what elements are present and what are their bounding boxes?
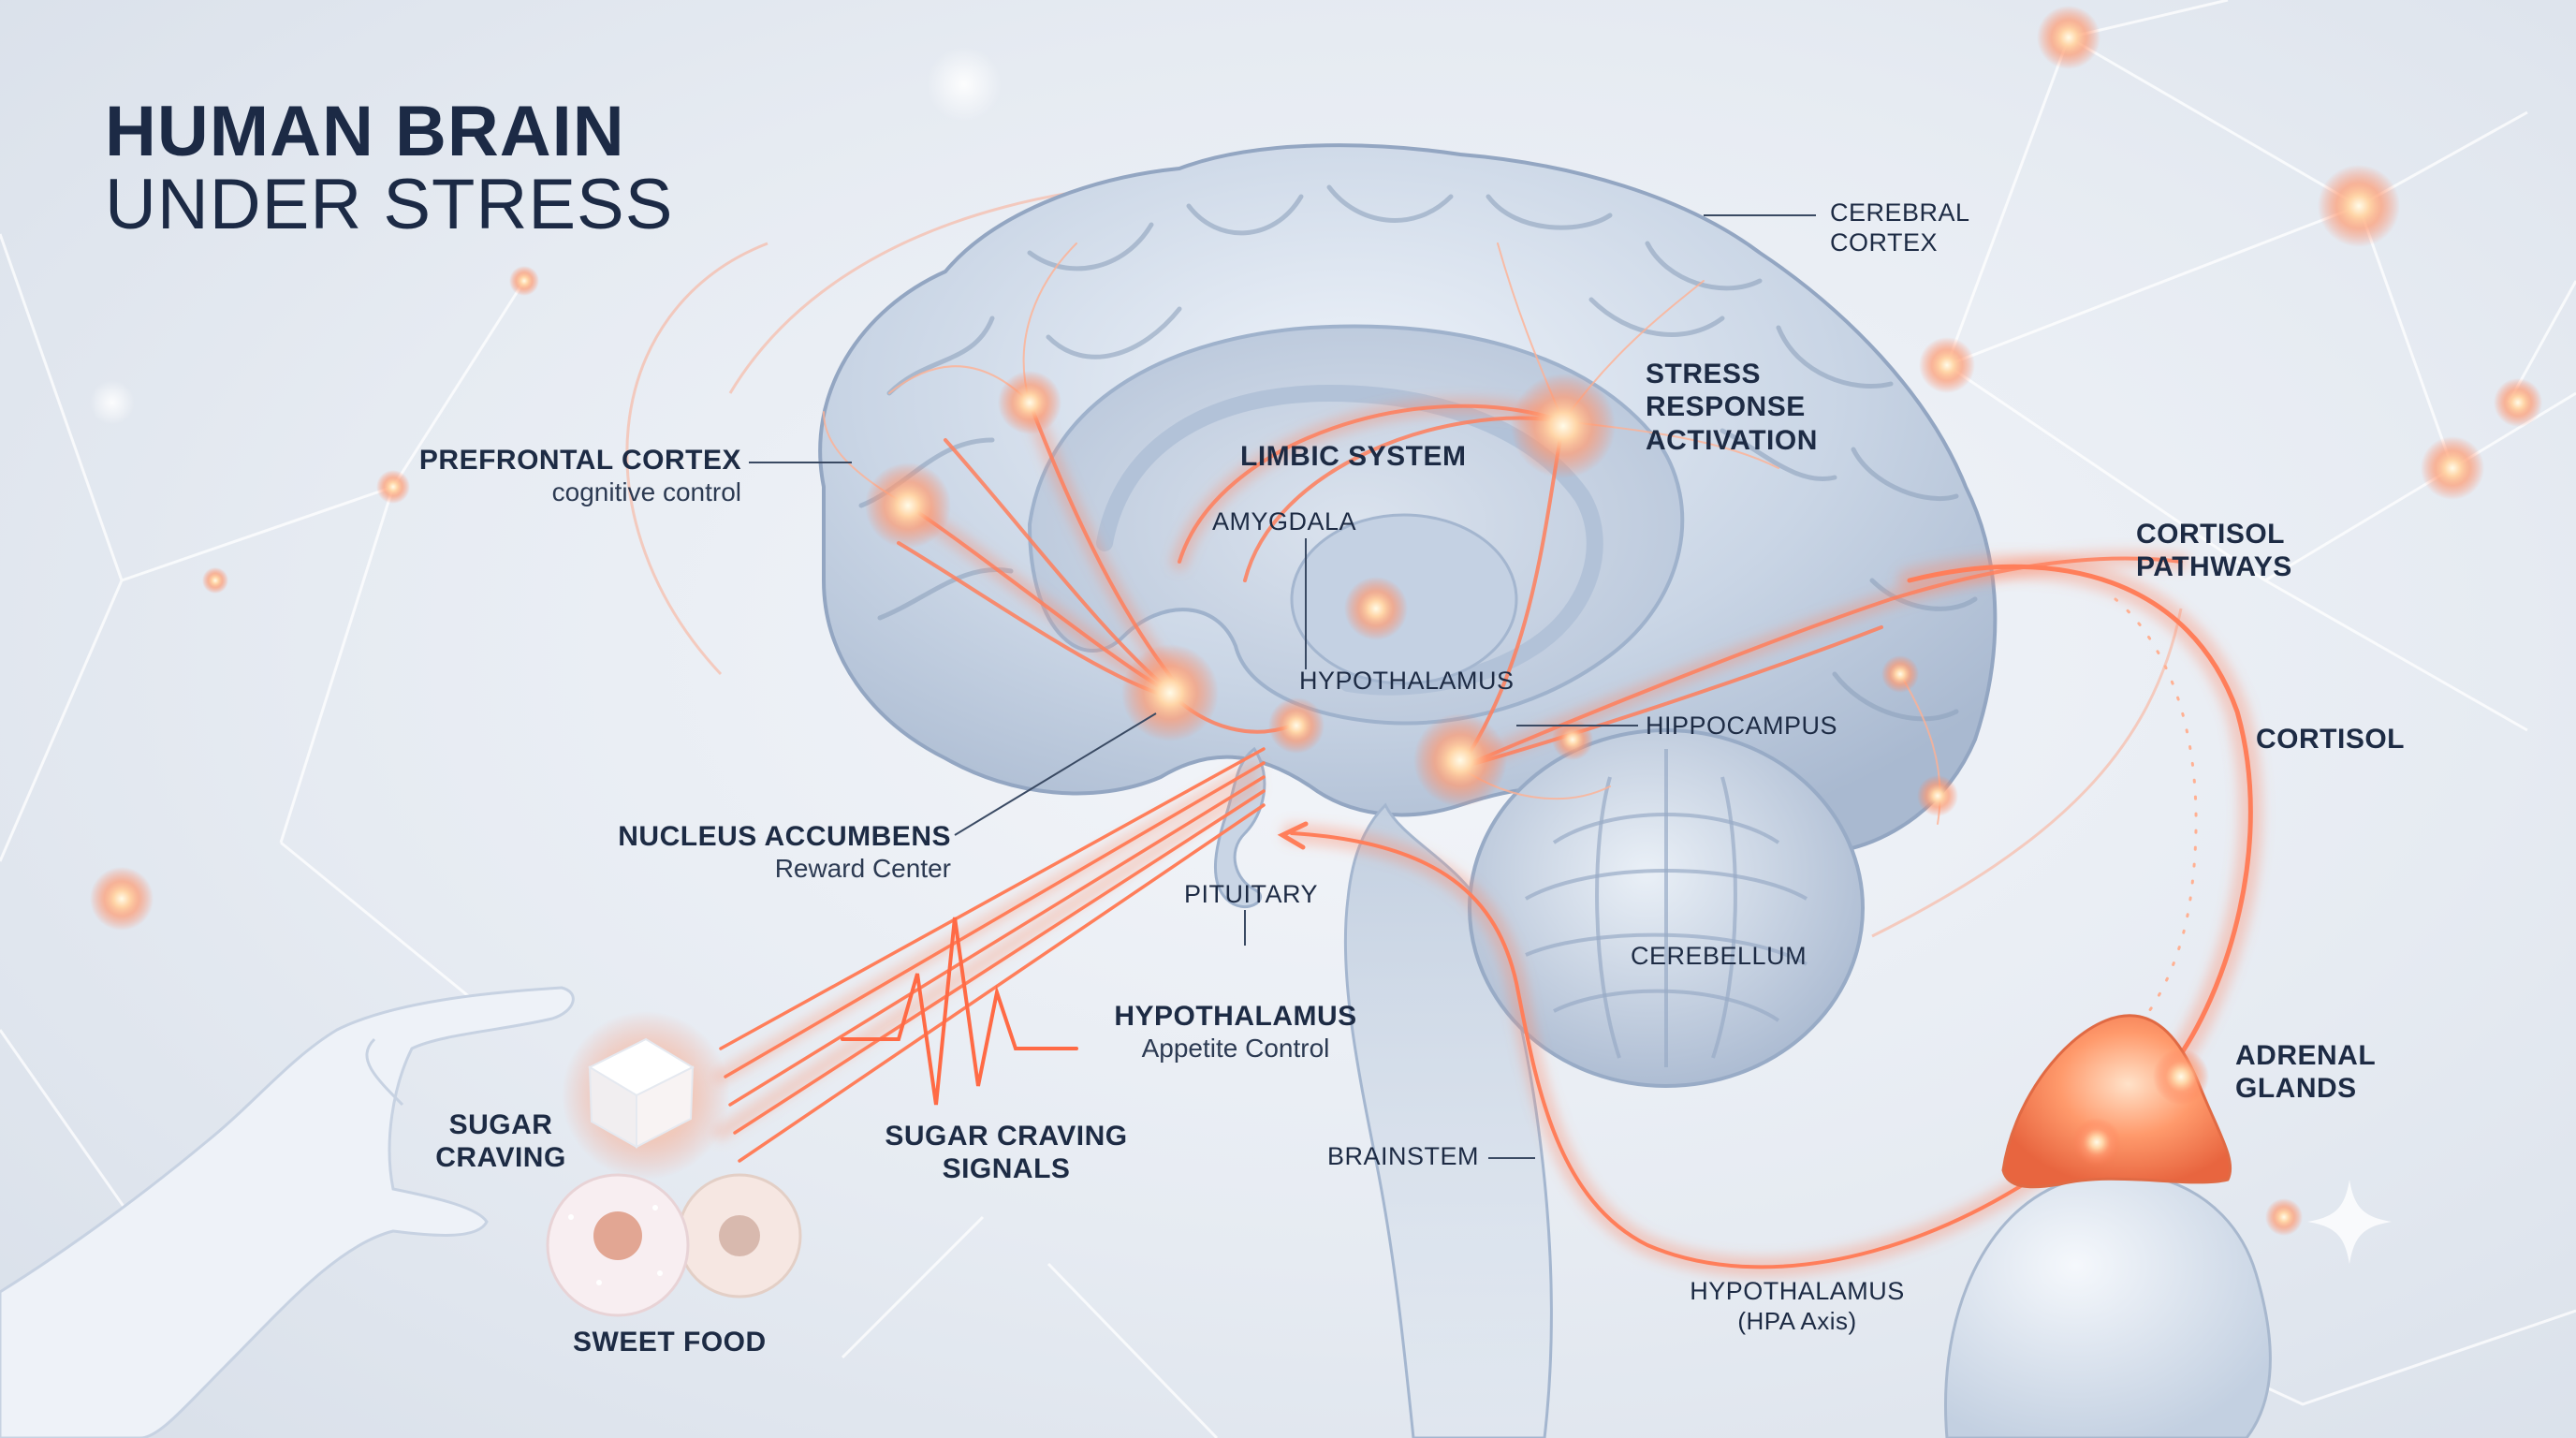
sugar-cube [562,1011,730,1180]
label-sweet-food: SWEET FOOD [573,1327,767,1357]
label-cortisol-pathways-line1: CORTISOL [2136,519,2285,550]
donuts [546,1173,802,1317]
label-cortisol-pathways-line2: PATHWAYS [2136,551,2292,583]
label-stress-response-line3: ACTIVATION [1646,424,1818,456]
label-cerebellum: CEREBELLUM [1631,942,1808,970]
cerebellum-shape [1468,728,1865,1088]
brain-glow-nodes [865,371,1958,816]
label-hypothalamus: HYPOTHALAMUS [1299,667,1515,695]
adrenal-kidney [1944,1014,2272,1438]
label-hypothalamus-appetite-name: HYPOTHALAMUS [1114,1001,1357,1032]
leader-lines [749,214,1816,1159]
label-sugar-craving-signals-line2: SIGNALS [942,1153,1071,1185]
label-cerebral-cortex-line2: CORTEX [1830,227,1939,257]
label-sugar-craving: SUGAR CRAVING [412,1108,590,1175]
label-nucleus-accumbens: NUCLEUS ACCUMBENS Reward Center [524,820,951,884]
label-cortisol-pathways: CORTISOL PATHWAYS [2136,518,2292,584]
background-nodes [90,6,2542,1236]
label-sugar-craving-line2: CRAVING [435,1142,566,1174]
hpa-axis-path [1277,821,2116,1278]
sparkle-icon [2307,1180,2392,1264]
label-sugar-craving-signals-line1: SUGAR CRAVING [885,1121,1128,1152]
label-hpa-axis: HYPOTHALAMUS (HPA Axis) [1676,1277,1919,1336]
label-sugar-craving-signals: SUGAR CRAVING SIGNALS [871,1120,1142,1186]
label-limbic-system: LIMBIC SYSTEM [1240,441,1467,472]
label-hpa-axis-line2: (HPA Axis) [1737,1306,1857,1335]
label-amygdala: AMYGDALA [1212,507,1357,536]
label-cerebral-cortex: CEREBRAL CORTEX [1830,198,1970,258]
label-sugar-craving-line1: SUGAR [448,1109,553,1140]
label-hippocampus: HIPPOCAMPUS [1646,712,1838,740]
label-cortisol: CORTISOL [2256,724,2405,755]
page-title-line1: HUMAN BRAIN [105,92,625,171]
page-title-line2: UNDER STRESS [105,165,674,244]
label-hypothalamus-appetite: HYPOTHALAMUS Appetite Control [1067,1000,1404,1064]
label-nucleus-accumbens-name: NUCLEUS ACCUMBENS [618,821,951,852]
label-pituitary: PITUITARY [1184,880,1319,908]
label-hypothalamus-appetite-desc: Appetite Control [1141,1034,1330,1064]
cortisol-pathway [1897,554,2263,1079]
craving-signals [713,747,1266,1163]
label-prefrontal-cortex-desc: cognitive control [551,477,741,507]
hand-shape [0,986,575,1438]
label-adrenal-glands: ADRENAL GLANDS [2235,1039,2376,1106]
label-cerebral-cortex-line1: CEREBRAL [1830,198,1970,227]
label-stress-response: STRESS RESPONSE ACTIVATION [1646,358,1818,457]
label-prefrontal-cortex: PREFRONTAL CORTEX cognitive control [356,444,741,507]
label-brainstem: BRAINSTEM [1327,1142,1480,1170]
label-hpa-axis-line1: HYPOTHALAMUS [1690,1277,1905,1305]
label-stress-response-line2: RESPONSE [1646,391,1806,423]
label-adrenal-glands-line1: ADRENAL [2235,1040,2377,1071]
label-adrenal-glands-line2: GLANDS [2235,1073,2357,1105]
label-prefrontal-cortex-name: PREFRONTAL CORTEX [418,445,741,476]
label-stress-response-line1: STRESS [1646,359,1762,389]
label-nucleus-accumbens-desc: Reward Center [774,854,951,884]
